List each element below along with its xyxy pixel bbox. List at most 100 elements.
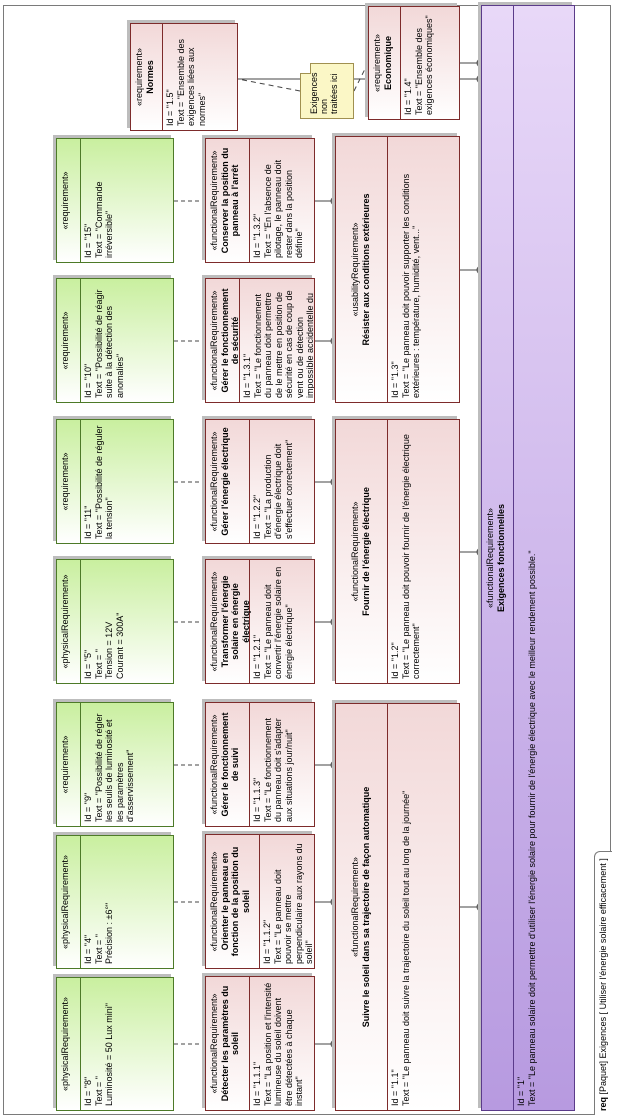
stereotype: «requirement»: [60, 735, 70, 794]
requirement-1-1-2[interactable]: «functionalRequirement» Orienter le pann…: [205, 834, 315, 969]
id-line: Id = "1.1.3": [252, 777, 262, 822]
requirement-15[interactable]: «requirement» Id = "15" Text = "Commande…: [56, 138, 174, 263]
stereotype: «functionalRequirement»: [209, 571, 219, 672]
id-line: Id = "1.1": [390, 1069, 400, 1106]
requirement-name: Suivre le soleil dans sa trajectoire de …: [360, 786, 371, 1028]
requirement-1-3-2[interactable]: «functionalRequirement» Conserver la pos…: [205, 138, 315, 263]
requirement-9[interactable]: «requirement» Id = "9" Text = "Possibili…: [56, 702, 174, 827]
id-line: Id = "11": [83, 505, 93, 540]
requirement-1-1-3[interactable]: «functionalRequirement» Gérer le fonctio…: [205, 702, 315, 827]
note-text: Exigences non traitées ici: [309, 72, 339, 114]
id-line: Id = "10": [83, 363, 93, 398]
id-line: Id = "1.2.1": [252, 634, 262, 679]
text-line: Text = "Ensemble des exigences liées aux…: [175, 39, 207, 126]
text-line: Text = "Le panneau doit convertir l'éner…: [262, 566, 294, 679]
id-line: Id = "15": [83, 223, 93, 258]
requirement-1-1[interactable]: «functionalRequirement» Suivre le soleil…: [335, 703, 460, 1111]
stereotype: «requirement»: [372, 33, 382, 93]
root-stereotype: «functionalRequirement»: [485, 507, 495, 609]
requirement-1-3[interactable]: «usabilityRequirement» Résister aux cond…: [335, 136, 460, 403]
root-name: Exigences fonctionnelles: [495, 503, 506, 613]
requirement-name: Economique: [382, 36, 393, 91]
requirement-8[interactable]: «physicalRequirement» Id = "8" Text = " …: [56, 977, 174, 1111]
requirement-name: Gérer le fonctionnement de suivi: [219, 712, 241, 817]
text-line: Text = "Le panneau doit pouvoir fournir …: [400, 434, 422, 679]
note-anchor-line: [353, 62, 369, 92]
stereotype: «functionalRequirement»: [209, 431, 219, 532]
text-line: Text = ": [93, 1076, 104, 1106]
requirement-1-3-1[interactable]: «functionalRequirement» Gérer le fonctio…: [205, 278, 315, 403]
text-line: Text = "Commande irréversible": [93, 181, 115, 258]
requirement-name: Orienter le panneau en fonction de la po…: [219, 846, 251, 957]
id-line: Id = "8": [83, 1076, 93, 1106]
stereotype: «physicalRequirement»: [60, 996, 70, 1092]
root-id: Id = "1": [516, 1076, 526, 1106]
id-line: Id = "5": [83, 649, 93, 679]
requirement-name: Gérer l'énergie électrique: [219, 427, 230, 536]
text-line: Text = "En l'absence de pilotage, le pan…: [262, 159, 305, 258]
requirement-name: Normes: [144, 60, 155, 94]
value-line: Luminosité = 50 Lux mini": [104, 1003, 114, 1106]
text-line: Text = "La position et l'intensité lumin…: [262, 982, 305, 1106]
requirement-1-1-1[interactable]: «functionalRequirement» Détecter les par…: [205, 976, 315, 1111]
requirement-10[interactable]: «requirement» Id = "10" Text = "Possibil…: [56, 278, 174, 403]
id-line: Id = "1.1.1": [252, 1061, 262, 1106]
requirement-1-2-1[interactable]: «functionalRequirement» Transformer l'én…: [205, 559, 315, 684]
stereotype: «requirement»: [60, 171, 70, 230]
text-line: Text = "Possibilité de régler les seuils…: [93, 713, 136, 823]
note-anchor-line: [237, 78, 301, 92]
stereotype: «requirement»: [60, 452, 70, 511]
id-line: Id = "9": [83, 792, 93, 822]
stereotype: «requirement»: [60, 311, 70, 370]
stereotype: «functionalRequirement»: [209, 851, 219, 952]
text-line: Text = "Le fonctionnement du panneau doi…: [262, 717, 294, 822]
requirement-11[interactable]: «requirement» Id = "11" Text = "Possibil…: [56, 419, 174, 544]
stereotype: «requirement»: [134, 47, 144, 107]
stereotype: «functionalRequirement»: [209, 290, 219, 391]
id-line: Id = "1.3.2": [252, 213, 262, 258]
stereotype: «functionalRequirement»: [350, 501, 360, 602]
requirement-name: Gérer le fonctionnement de sécurité: [219, 288, 241, 393]
stereotype: «functionalRequirement»: [209, 993, 219, 1094]
text-line: Text = ": [93, 649, 104, 679]
root-text: Text = "Le panneau solaire doit permettr…: [526, 550, 537, 1106]
stereotype: «functionalRequirement»: [209, 150, 219, 251]
id-line: Id = "1.3.1": [242, 353, 252, 398]
requirement-1-2-2[interactable]: «functionalRequirement» Gérer l'énergie …: [205, 419, 315, 544]
stereotype: «physicalRequirement»: [60, 574, 70, 669]
stereotype: «usabilityRequirement»: [350, 222, 360, 317]
text-line: Text = "Possibilité de réguler la tensio…: [93, 425, 115, 539]
text-line: Text = ": [93, 934, 104, 964]
requirement-name: Conserver la position du panneau à l'arr…: [219, 147, 241, 254]
requirement-1-5[interactable]: «requirement» Normes Id = "1.5" Text = "…: [130, 23, 238, 131]
requirement-5[interactable]: «physicalRequirement» Id = "5" Text = " …: [56, 559, 174, 684]
comment-note: Exigences non traitées ici: [300, 63, 354, 119]
text-line: Text = "Possibilité de réagir suite à la…: [93, 289, 125, 399]
text-line: Text = "La production d'énergie électriq…: [262, 439, 294, 539]
stereotype: «functionalRequirement»: [350, 856, 360, 958]
id-line: Id = "1.2": [390, 642, 400, 679]
requirement-4[interactable]: «physicalRequirement» Id = "4" Text = " …: [56, 835, 174, 969]
text-line: Text = "Ensemble des exigences économiqu…: [413, 15, 435, 115]
id-line: Id = "1.4": [403, 78, 413, 115]
id-line: Id = "1.1.2": [262, 919, 272, 964]
value-line: Précision : ±6°": [104, 902, 114, 964]
stereotype: «physicalRequirement»: [60, 854, 70, 950]
id-line: Id = "4": [83, 934, 93, 964]
id-line: Id = "1.2.2": [252, 494, 262, 539]
requirement-name: Fournir de l'énergie électrique: [360, 487, 371, 616]
requirement-name: Détecter les paramètres du soleil: [219, 985, 241, 1102]
text-line: Text = "Le panneau doit suivre la trajec…: [400, 790, 411, 1106]
id-line: Id = "1.3": [390, 361, 400, 398]
requirement-name: Résister aux conditions extérieures: [360, 193, 371, 346]
value-line: Tension = 12V: [104, 621, 114, 679]
root-requirement-box[interactable]: «functionalRequirement» Exigences foncti…: [481, 5, 575, 1111]
stereotype: «functionalRequirement»: [209, 714, 219, 815]
text-line: Text = "Le fonctionnement du panneau doi…: [252, 290, 316, 398]
text-line: Text = "Le panneau doit pouvoir se mettr…: [272, 843, 315, 964]
text-line: Text = "Le panneau doit pouvoir supporte…: [400, 173, 422, 398]
requirement-1-2[interactable]: «functionalRequirement» Fournir de l'éne…: [335, 419, 460, 684]
requirement-1-4[interactable]: «requirement» Economique Id = "1.4" Text…: [368, 6, 460, 120]
